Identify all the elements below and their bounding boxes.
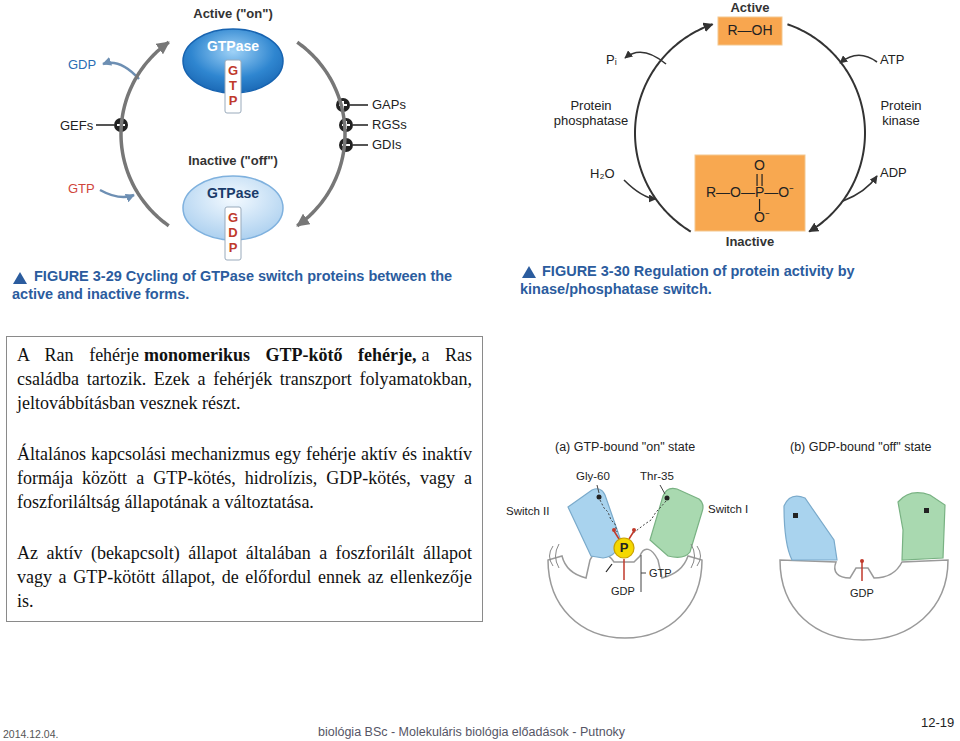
regulator-name: GEFs xyxy=(60,118,93,133)
gly60-atom xyxy=(597,495,602,500)
caption-triangle xyxy=(13,272,27,284)
paragraph-text: A Ran fehérje xyxy=(17,345,139,365)
regulator-name: RGSs xyxy=(372,117,407,132)
figure-caption: FIGURE 3-29 Cycling of GTPase switch pro… xyxy=(12,267,460,303)
atp-arrow xyxy=(840,55,877,63)
enzyme-name: Protein kinase xyxy=(873,98,929,128)
panel-title: (a) GTP-bound "on" state xyxy=(555,440,695,455)
gtp-binding-arrow xyxy=(100,190,134,197)
regulator-name: GAPs xyxy=(372,97,406,112)
nucleotide-label: GDP xyxy=(850,586,874,601)
state-heading: Inactive xyxy=(695,234,805,249)
motion-mark xyxy=(691,544,701,568)
phosphate-oxygen xyxy=(612,528,616,532)
phosphate-box xyxy=(695,155,805,231)
chemical-group: R—OH xyxy=(718,22,782,38)
state-heading: Active xyxy=(718,0,782,15)
active-group-box xyxy=(718,17,782,45)
hydrolysis-arrow xyxy=(606,564,612,572)
region-label: Switch II xyxy=(506,504,549,519)
gtpase-inactive: Inactive ("off") GTPaseGDP xyxy=(173,153,293,261)
ras-core-body xyxy=(780,560,948,640)
byproduct-name: ADP xyxy=(880,165,907,180)
byproduct-name: Pᵢ xyxy=(606,52,617,67)
inactivation-arc xyxy=(297,42,345,225)
phosphate-circle-outline xyxy=(614,538,634,558)
motion-mark xyxy=(550,544,560,568)
thr35-atom xyxy=(665,496,670,501)
gtpase-active: Active ("on") GTPaseGTP xyxy=(173,6,293,114)
paragraph-text: Az aktív (bekapcsolt) állapot általában … xyxy=(17,541,472,613)
activation-arc xyxy=(121,42,169,225)
residue-label: Gly-60 xyxy=(576,469,610,484)
nucleotide-slot xyxy=(225,207,241,260)
rgs-connector xyxy=(353,124,368,126)
active-protein-box: ActiveR—OH xyxy=(718,0,782,46)
switch-ii-region xyxy=(568,489,620,558)
gdp-stalk xyxy=(623,559,625,580)
released-nucleotide: GDP xyxy=(68,57,96,72)
nucleotide-letters: GDP xyxy=(227,210,239,255)
switch-ii-region xyxy=(784,496,837,560)
phosphate-oxygen xyxy=(860,559,864,563)
thr35-atom xyxy=(924,508,929,513)
enzyme-name: Protein phosphatase xyxy=(552,98,630,128)
phosphate-circle: P xyxy=(614,538,634,558)
nucleotide-label: GDP xyxy=(611,584,635,599)
hydrogen-bond xyxy=(632,501,666,534)
residue-label: Thr-35 xyxy=(640,469,674,484)
oxygen-atom: O xyxy=(705,157,815,173)
gdp-stalk xyxy=(861,562,863,581)
caption-triangle xyxy=(522,266,536,278)
ras-core-body xyxy=(548,549,702,638)
nucleotide-slot xyxy=(225,60,241,113)
bound-nucleotide: GTP xyxy=(68,181,95,196)
text-box: A Ran fehérjemonomerikus GTP-kötő fehérj… xyxy=(6,336,483,622)
protein-name: GTPase xyxy=(173,185,293,201)
hydrogen-bond xyxy=(600,500,617,532)
gdi-connector xyxy=(353,144,368,146)
water-arrow xyxy=(624,180,656,199)
gap-connector xyxy=(350,104,368,106)
protein-name: GTPase xyxy=(173,38,293,54)
gtp-bracket xyxy=(641,573,646,574)
footer-date: 2014.12.04. xyxy=(3,727,58,741)
leader-line xyxy=(660,485,665,494)
switch-i-region xyxy=(898,493,945,560)
inactive-protein-box: OR—O—P—O⁻O⁻Inactive xyxy=(695,155,805,251)
reactant-name: ATP xyxy=(880,52,904,67)
regulator-name: GDIs xyxy=(372,137,402,152)
figure-caption: FIGURE 3-30 Regulation of protein activi… xyxy=(520,262,910,298)
switch-i-region xyxy=(650,488,703,557)
bold-term: monomerikus GTP-kötő fehérje, xyxy=(144,345,417,365)
paragraph-text: Általános kapcsolási mechanizmus egy feh… xyxy=(17,442,472,514)
gdp-release-arrow xyxy=(103,63,139,79)
gef-connector xyxy=(96,124,114,126)
phosphate-symbol: P xyxy=(614,540,634,556)
region-label: Switch I xyxy=(708,502,748,517)
phosphate-formula: R—O—P—O⁻ xyxy=(695,182,805,201)
phosphate-oxygen xyxy=(632,528,636,532)
reactant-name: H₂O xyxy=(590,166,615,181)
state-heading: Active ("on") xyxy=(173,6,293,21)
panel-title: (b) GDP-bound "off" state xyxy=(790,440,931,455)
adp-arrow xyxy=(843,176,877,201)
gly60-atom xyxy=(793,513,798,518)
oxygen-atom: O⁻ xyxy=(707,207,817,226)
page-number: 12-19 xyxy=(921,715,954,730)
nucleotide-letters: GTP xyxy=(227,63,239,108)
leader-line xyxy=(597,485,599,493)
footer-title: biológia BSc - Molekuláris biológia előa… xyxy=(318,725,625,740)
nucleotide-label: GTP xyxy=(649,566,672,581)
state-heading: Inactive ("off") xyxy=(173,153,293,168)
